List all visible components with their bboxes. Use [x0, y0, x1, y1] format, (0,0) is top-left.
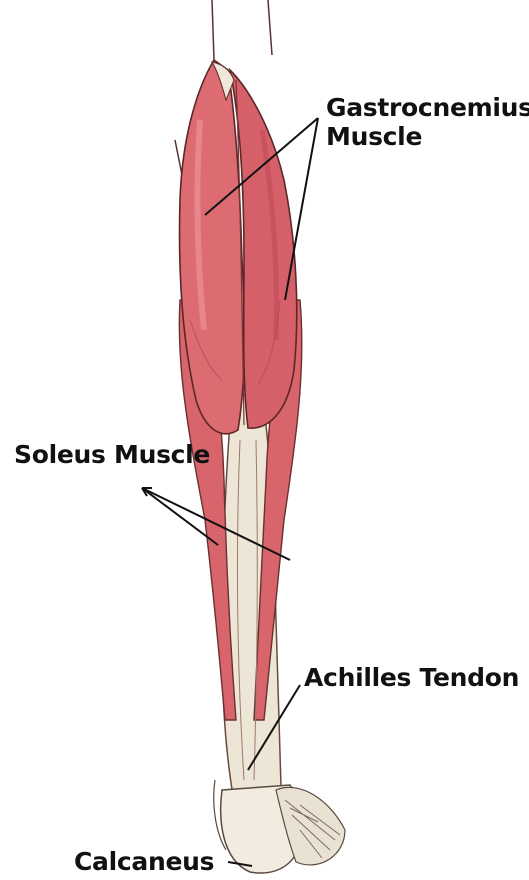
gastrocnemius-muscle-shape: [180, 60, 297, 434]
soleus-label: Soleus Muscle: [14, 440, 210, 469]
gastrocnemius-leader-line-2: [285, 118, 318, 300]
gastrocnemius-label-line2: Muscle: [326, 122, 529, 151]
achilles-tendon-label: Achilles Tendon: [304, 663, 519, 692]
gastrocnemius-label: Gastrocnemius Muscle: [326, 93, 529, 151]
calcaneus-label: Calcaneus: [74, 847, 214, 876]
calcaneus-shape: [214, 780, 345, 873]
gastrocnemius-label-line1: Gastrocnemius: [326, 93, 529, 122]
